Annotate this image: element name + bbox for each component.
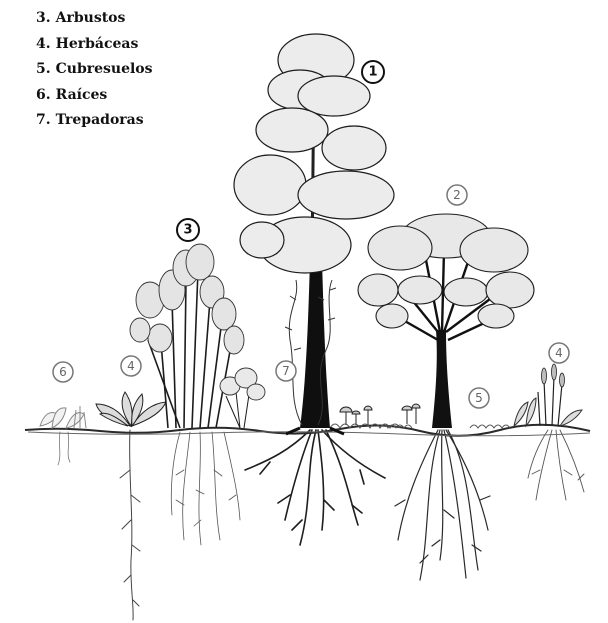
marker-7-label: 7 [282,364,290,378]
root-systems [58,430,584,620]
herb-right [514,364,582,426]
marker-4-left: 4 [121,356,141,376]
marker-4-right-label: 4 [555,346,563,360]
marker-3: 3 [177,219,199,241]
shrub-roots [171,432,240,545]
marker-4-right: 4 [549,343,569,363]
canopy-tree-roots [245,430,385,545]
marker-6-label: 6 [59,365,67,379]
marker-2: 2 [447,185,467,205]
right-herb-roots [528,430,584,500]
herb-taproot [120,430,140,620]
marker-5-label: 5 [475,391,483,405]
marker-1-label: 1 [368,65,377,80]
marker-1: 1 [362,61,384,83]
understory-tree [358,214,534,428]
groundcover-roots [58,432,70,465]
herb-left [96,392,166,426]
marker-7: 7 [276,361,296,381]
shrub [130,244,265,428]
marker-2-label: 2 [453,188,461,202]
canopy-tree [234,34,394,434]
groundcover-left [40,406,86,428]
marker-3-label: 3 [183,223,192,238]
marker-5: 5 [469,388,489,408]
marker-6: 6 [53,362,73,382]
mushrooms [340,404,420,425]
marker-4-left-label: 4 [127,359,135,373]
understory-tree-roots [395,430,490,580]
